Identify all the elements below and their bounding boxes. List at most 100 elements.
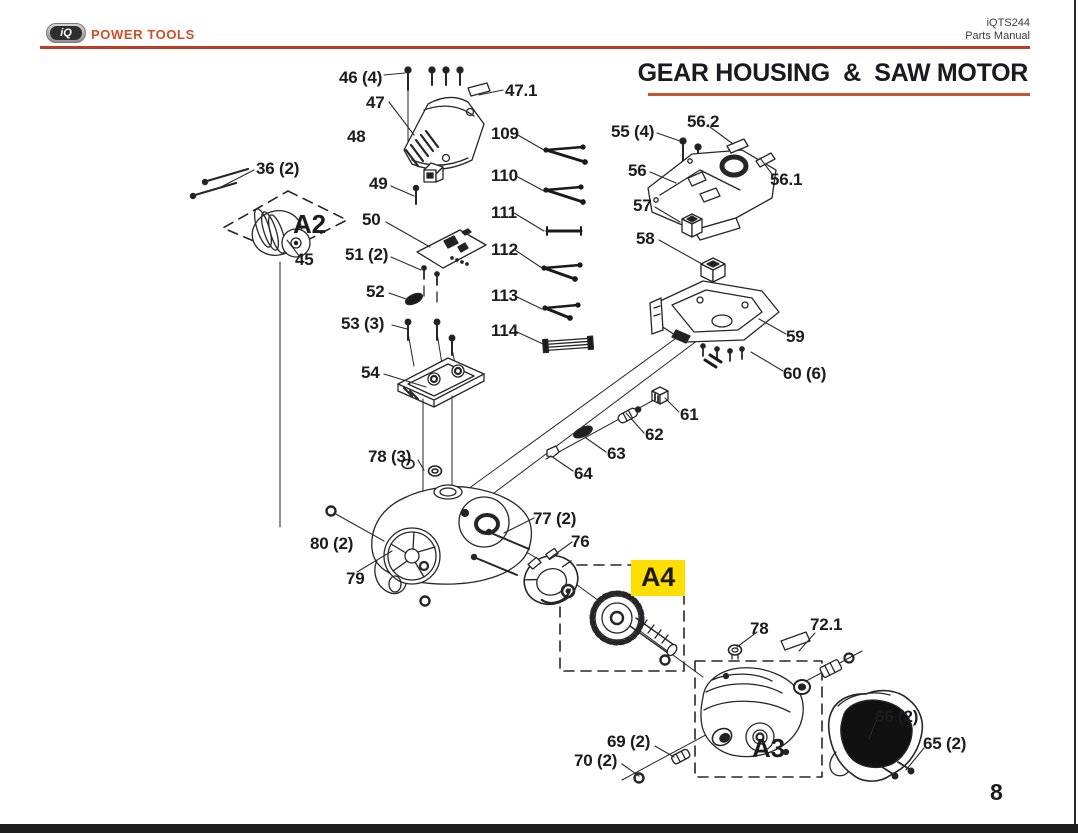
part-46-screws (404, 66, 464, 91)
assembly-label-A4: A4 (631, 560, 686, 596)
part-110-wire (543, 184, 586, 205)
part-label-79: 79 (346, 569, 365, 588)
part-113-wire (542, 302, 581, 321)
part-label-114: 114 (491, 321, 518, 340)
brand-name: POWER TOOLS (91, 27, 195, 42)
part-label-65: 65 (2) (923, 734, 967, 753)
part-label-78: 78 (750, 619, 769, 638)
part-78-washers (401, 458, 443, 477)
part-label-62: 62 (645, 425, 664, 444)
part-label-63: 63 (607, 444, 626, 463)
assembly-label-A2: A2 (293, 209, 326, 239)
part-51-screws (421, 265, 440, 303)
part-motor-shaft-parts (793, 652, 855, 695)
part-52 (404, 292, 424, 306)
part-label-109: 109 (491, 124, 519, 143)
part-label-66: 66 (2) (875, 707, 919, 726)
leader-lines (218, 72, 925, 777)
part-label-54: 54 (361, 363, 380, 382)
part-label-111: 111 (491, 203, 517, 222)
part-65-screws (881, 761, 915, 780)
part-label-55: 55 (4) (611, 122, 655, 141)
part-45-pulley (251, 208, 311, 258)
part-57-switch (681, 213, 703, 238)
part-label-60: 60 (6) (783, 364, 827, 383)
part-label-36: 36 (2) (256, 159, 300, 178)
part-69-sleeve (671, 748, 691, 765)
part-label-76: 76 (571, 532, 590, 551)
part-label-113: 113 (491, 286, 518, 305)
part-label-112: 112 (491, 240, 518, 259)
part-54-plate (397, 357, 485, 408)
part-50-pcb (416, 228, 487, 269)
part-label-51: 51 (2) (345, 245, 389, 264)
page-bottom-bar (0, 824, 1078, 833)
part-label-47: 47 (366, 93, 385, 112)
part-70-cap (633, 772, 645, 784)
part-80-nut (325, 505, 337, 517)
part-label-77: 77 (2) (533, 509, 577, 528)
model-number: iQTS244 (986, 17, 1030, 29)
part-77-screws (470, 528, 530, 576)
part-label-46: 46 (4) (339, 68, 383, 87)
part-64-clip (546, 445, 560, 458)
part-label-69: 69 (2) (607, 732, 651, 751)
part-label-56: 56 (628, 161, 647, 180)
part-label-56.2: 56.2 (687, 112, 720, 131)
part-label-110: 110 (491, 166, 518, 185)
brand-logo-icon: iQ (46, 23, 86, 43)
assembly-a4-box (559, 564, 685, 672)
part-56-2-plate (726, 138, 749, 154)
part-label-58: 58 (636, 229, 655, 248)
part-label-45: 45 (295, 250, 314, 269)
brand-logo-text: iQ (50, 26, 82, 40)
part-switch-top (423, 162, 444, 183)
page-number: 8 (990, 779, 1003, 805)
part-112-wire (541, 262, 583, 282)
part-47-1-plate (467, 82, 491, 97)
part-114-ribbon (541, 335, 595, 354)
part-label-72.1: 72.1 (810, 615, 843, 634)
assembly-label-A3: A3 (752, 733, 785, 763)
part-label-53: 53 (3) (341, 314, 385, 333)
page-title: GEAR HOUSING & SAW MOTOR (637, 59, 1029, 87)
assembly-a3-box (694, 660, 823, 778)
part-61-connector (651, 386, 669, 405)
page-right-edge (1074, 0, 1076, 833)
part-59-bracket (649, 280, 780, 344)
part-label-49: 49 (369, 174, 388, 193)
part-label-64: 64 (574, 464, 593, 483)
title-rule (648, 93, 1030, 96)
part-56-bracket (647, 149, 777, 241)
part-49-screw (412, 184, 420, 205)
part-58-switch (700, 257, 726, 283)
part-label-50: 50 (362, 210, 381, 229)
part-36-screws (189, 167, 250, 200)
part-label-78-3: 78 (3) (368, 447, 412, 466)
part-66-motor-cap (827, 689, 924, 782)
part-label-57: 57 (633, 196, 652, 215)
part-47-cover (403, 96, 485, 170)
part-a4-gear-assembly (560, 583, 678, 666)
part-label-70: 70 (2) (574, 751, 618, 770)
part-53-screws (404, 318, 456, 356)
part-label-47.1: 47.1 (505, 81, 538, 100)
part-111-wire (545, 226, 583, 236)
part-72-1-plate (780, 631, 811, 651)
part-label-59: 59 (786, 327, 805, 346)
part-label-80: 80 (2) (310, 534, 354, 553)
part-label-48: 48 (347, 127, 366, 146)
document-title: Parts Manual (965, 30, 1030, 42)
part-motor-bushing (711, 727, 733, 747)
part-label-61: 61 (680, 405, 699, 424)
part-63-sleeve (573, 425, 593, 439)
document-meta: iQTS244 Parts Manual (965, 17, 1030, 43)
part-78-nut (727, 644, 743, 660)
part-label-56.1: 56.1 (770, 170, 803, 189)
part-109-wire (543, 144, 588, 165)
part-56-1-plate (755, 152, 776, 168)
part-label-52: 52 (366, 282, 385, 301)
